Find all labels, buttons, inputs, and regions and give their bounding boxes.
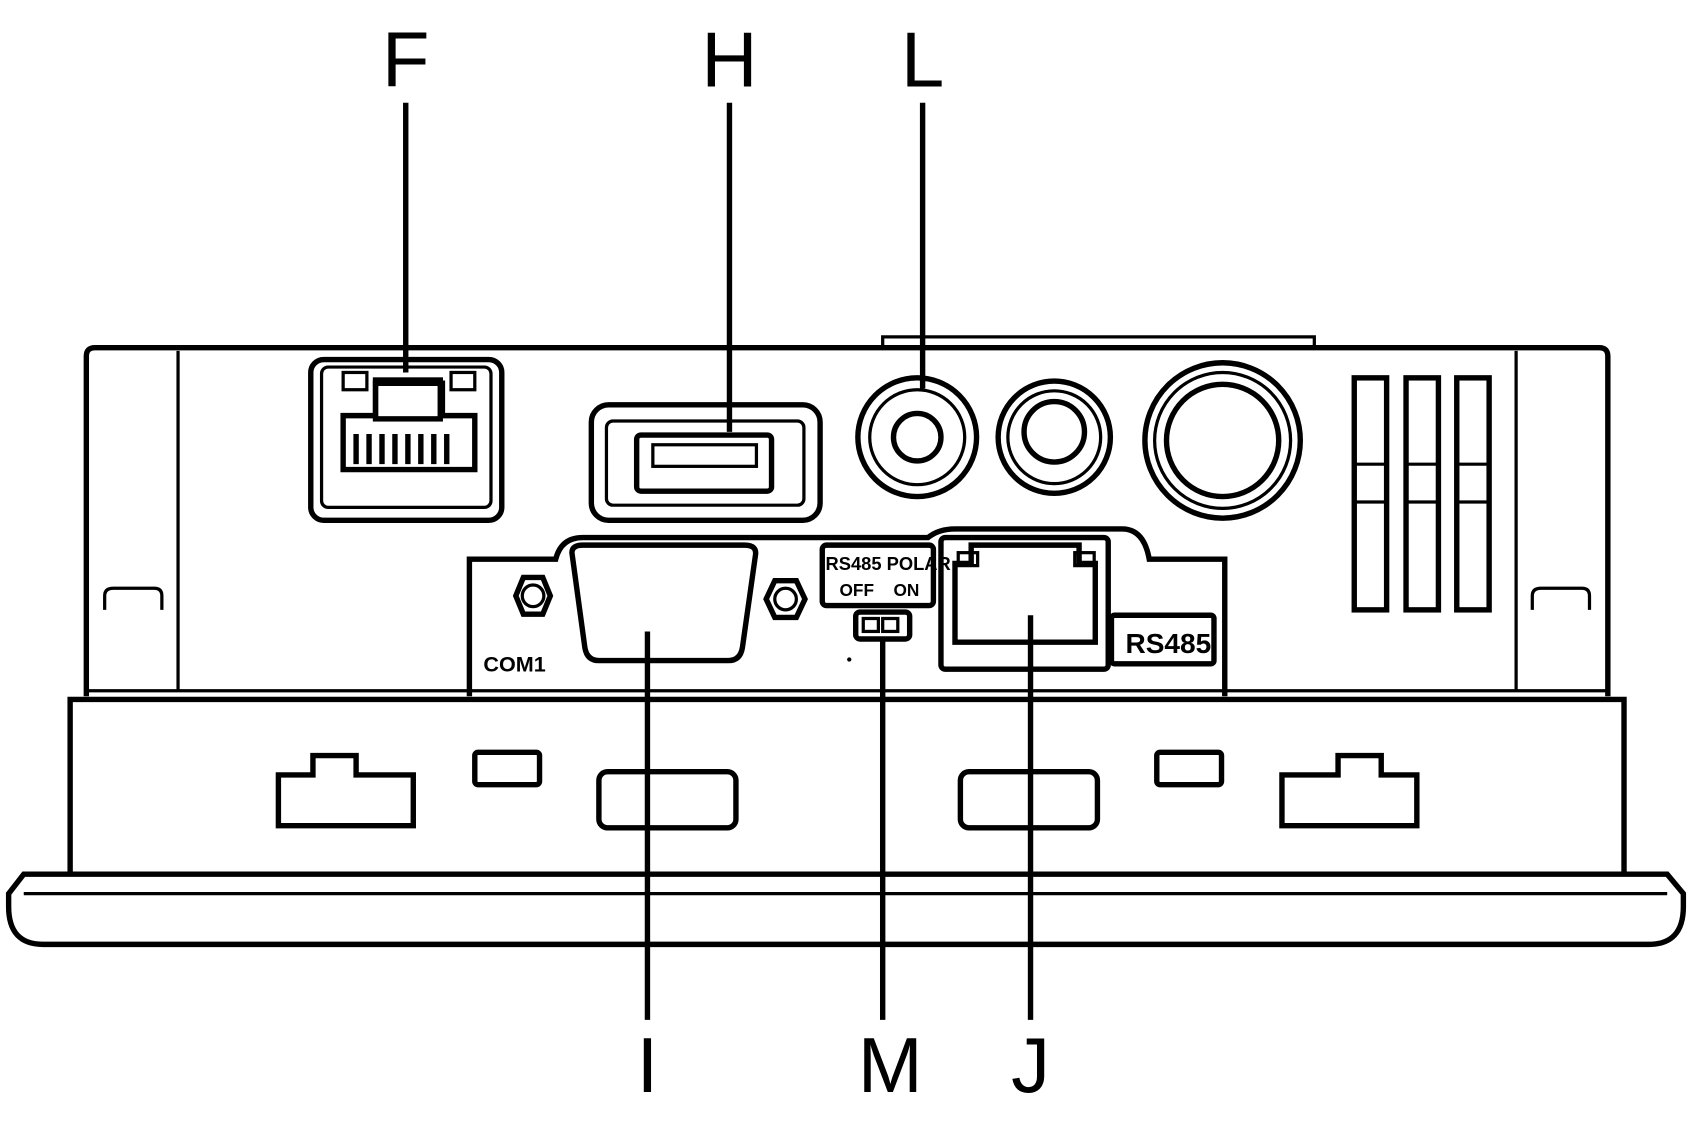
callout-m: M xyxy=(858,1023,923,1109)
switch-on-label: ON xyxy=(893,580,919,600)
vent-slots xyxy=(1351,375,1492,613)
lower-mounting-features xyxy=(275,749,1420,831)
callout-l: L xyxy=(901,18,944,104)
usb-port-h xyxy=(588,402,823,523)
com1-label: COM1 xyxy=(483,651,545,676)
callout-i: I xyxy=(637,1023,659,1109)
rs485-polar-label: RS485 POLAR xyxy=(825,553,950,574)
callout-j: J xyxy=(1011,1023,1050,1109)
callout-h: H xyxy=(701,18,757,104)
connectors-l xyxy=(855,360,1303,521)
callout-f: F xyxy=(382,18,429,104)
ethernet-port-f xyxy=(308,356,505,523)
com-panel: COM1 RS485 POLAR OFF ON RS485 xyxy=(466,526,1228,697)
switch-off-label: OFF xyxy=(840,580,875,600)
callout-leaders xyxy=(403,102,1034,1020)
rs485-label: RS485 xyxy=(1125,628,1211,659)
device-body xyxy=(5,335,1687,948)
